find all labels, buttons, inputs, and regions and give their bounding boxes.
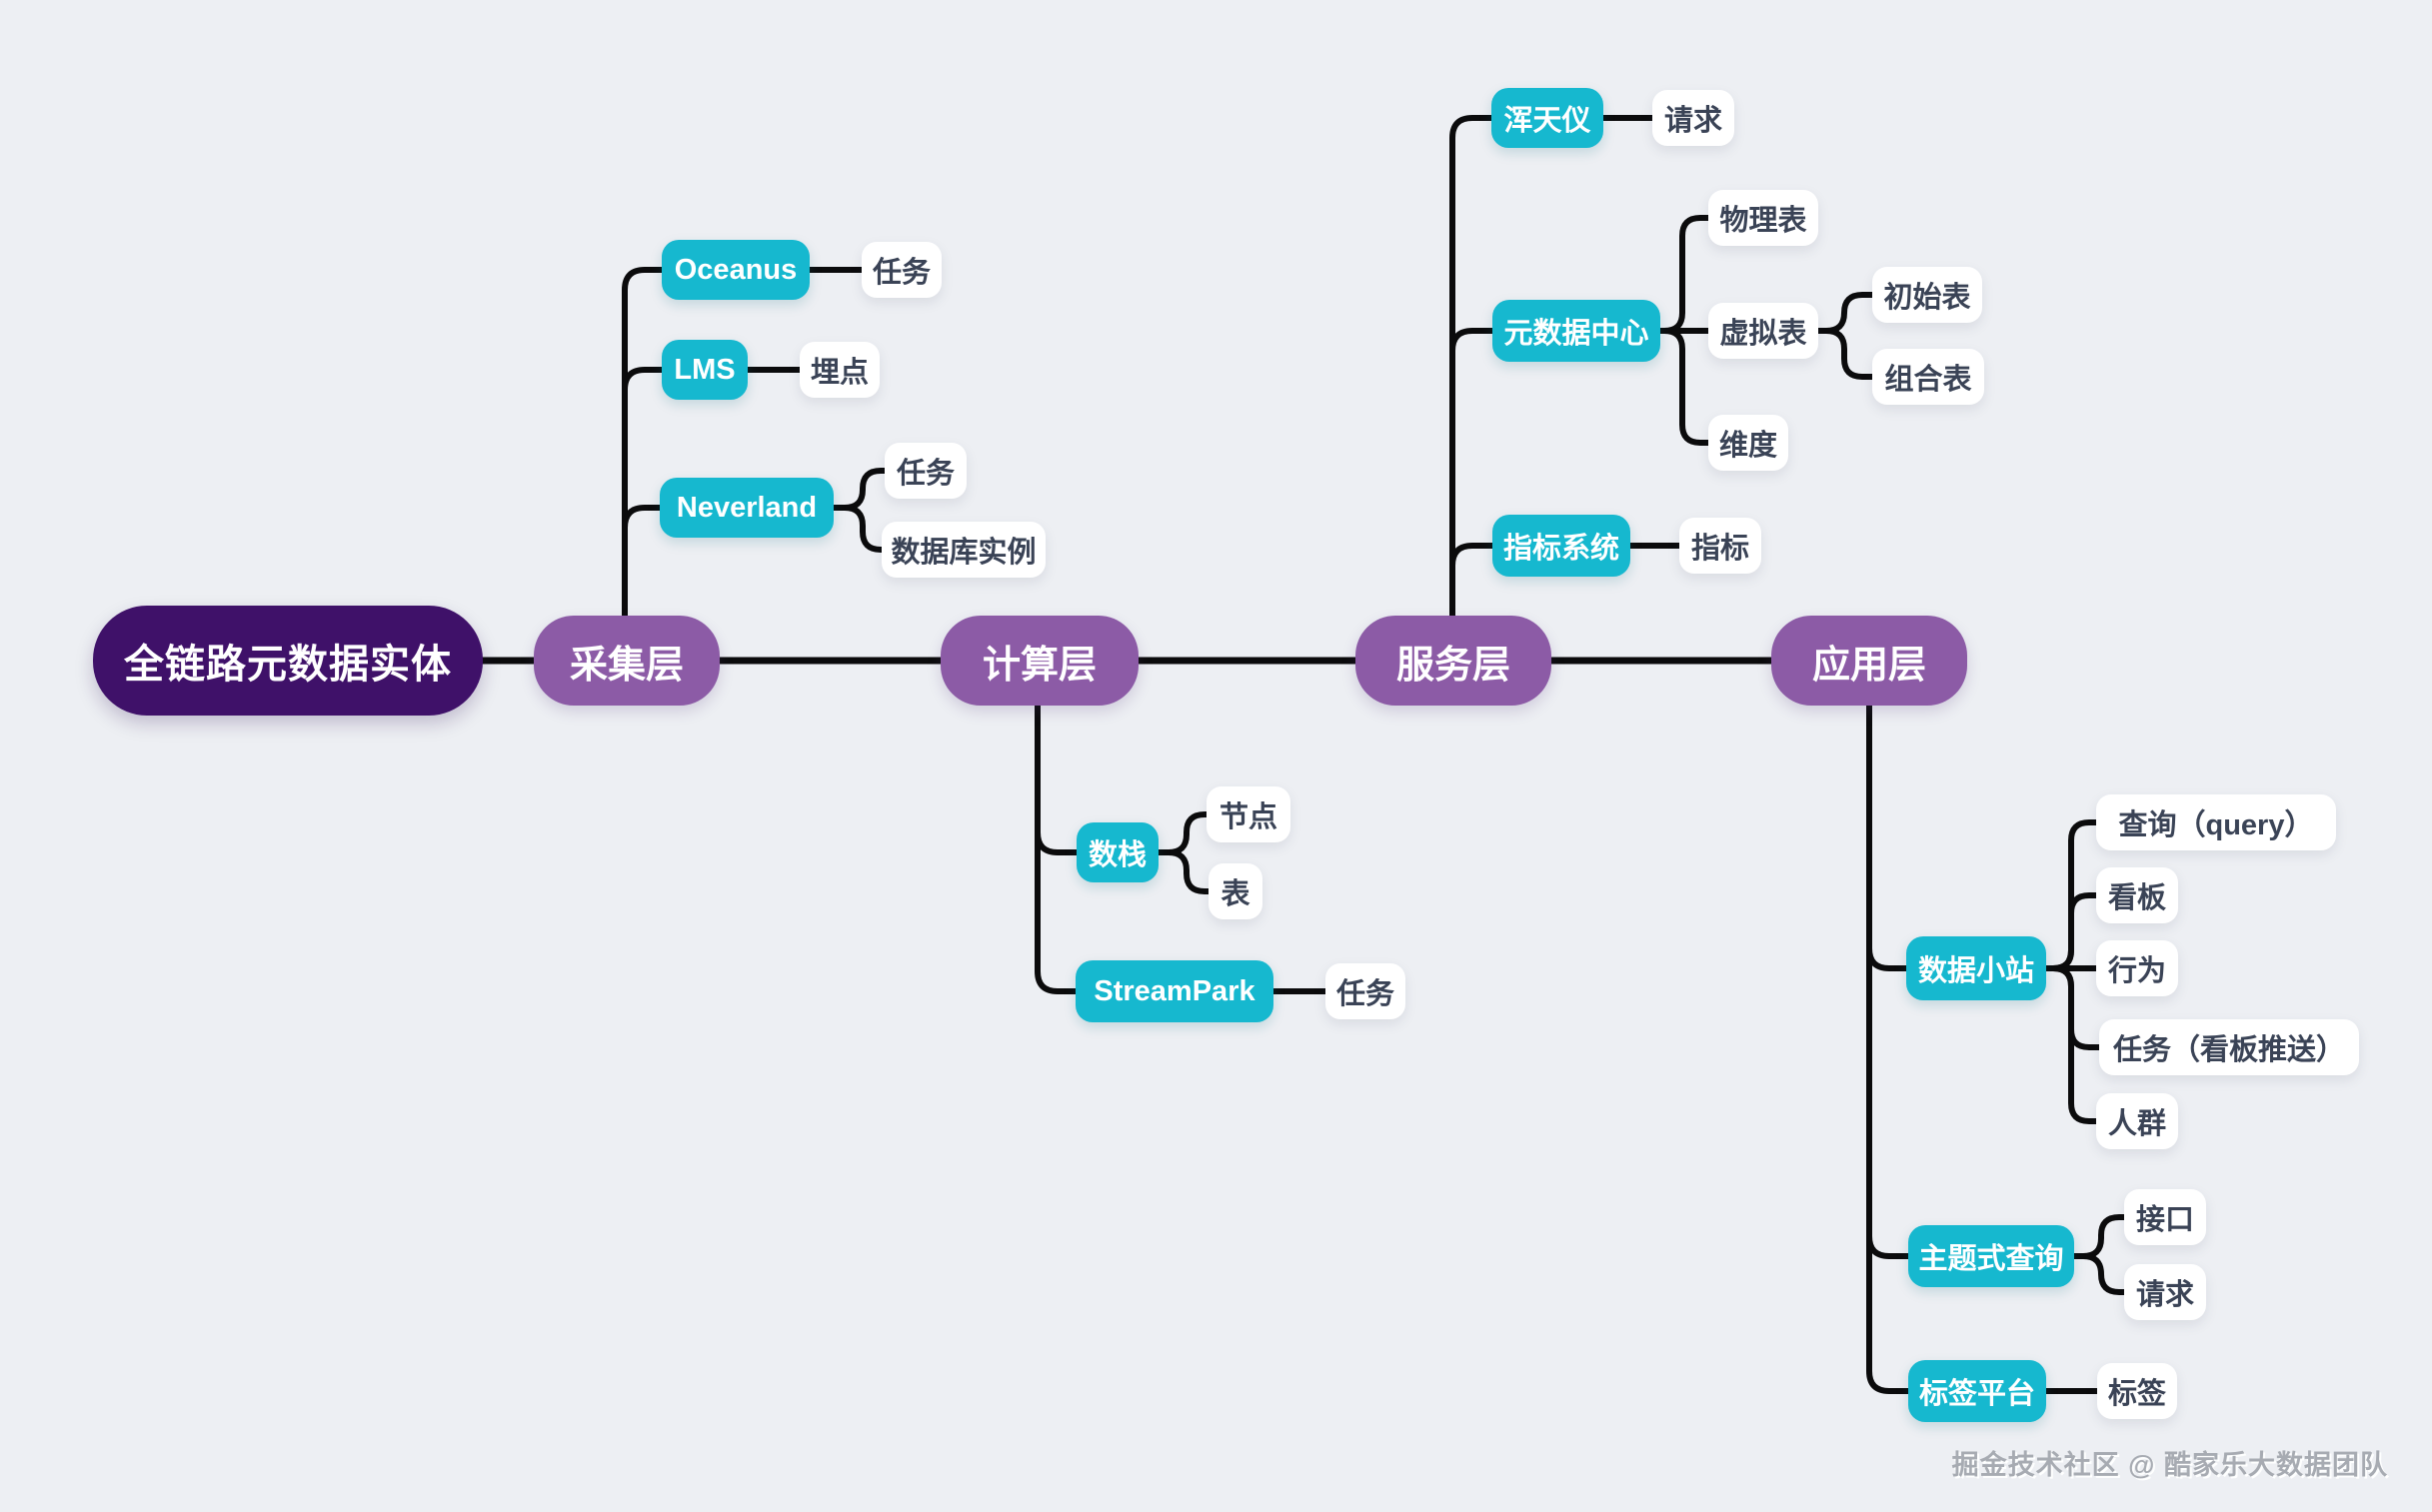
edge-yingyong-xiaozhan — [1866, 703, 1909, 971]
edge-zhuti-zt_qingqiu — [2071, 1253, 2127, 1295]
root-topic: 全链路元数据实体 — [93, 606, 483, 716]
edge-yingyong-biaoqian_pt — [1866, 703, 1911, 1394]
edge-zhuti-jiekou — [2071, 1214, 2127, 1259]
platform-huntianyi: 浑天仪 — [1491, 88, 1603, 148]
layer-computing: 计算层 — [941, 616, 1139, 706]
leaf-crowd: 人群 — [2096, 1093, 2178, 1149]
layer-application: 应用层 — [1771, 616, 1967, 706]
leaf-data-stack-table: 表 — [1209, 863, 1262, 919]
leaf-dimension: 维度 — [1708, 415, 1788, 471]
leaf-huntianyi-request: 请求 — [1652, 90, 1734, 146]
platform-oceanus: Oceanus — [662, 240, 810, 300]
edge-caiji-oceanus — [622, 267, 665, 619]
platform-metadata-center: 元数据中心 — [1492, 300, 1660, 362]
leaf-oceanus-task: 任务 — [862, 242, 942, 298]
edge-shuzhan-sz_jiedian — [1156, 811, 1210, 855]
leaf-composite-table: 组合表 — [1872, 349, 1984, 405]
edge-fuwu-zhibiao_xitong — [1449, 543, 1495, 619]
leaf-dashboard: 看板 — [2096, 867, 2178, 923]
platform-lms: LMS — [662, 340, 748, 400]
leaf-neverland-database-instance: 数据库实例 — [882, 522, 1046, 578]
leaf-virtual-table: 虚拟表 — [1708, 303, 1818, 359]
leaf-behavior: 行为 — [2096, 940, 2178, 996]
platform-data-station: 数据小站 — [1906, 936, 2046, 1000]
edge-fuwu-huntianyi — [1449, 115, 1494, 619]
leaf-interface: 接口 — [2124, 1189, 2206, 1245]
edge-neverland-nl_renwu — [831, 468, 888, 511]
leaf-physical-table: 物理表 — [1708, 190, 1818, 246]
edge-yingyong-zhuti — [1866, 703, 1911, 1259]
platform-metric-system: 指标系统 — [1492, 515, 1630, 577]
leaf-tag: 标签 — [2097, 1363, 2177, 1419]
leaf-neverland-task: 任务 — [885, 443, 967, 499]
edge-jisuan-shuzhan — [1035, 703, 1080, 855]
edge-neverland-nl_db — [831, 505, 885, 553]
edge-xiaozhan-renqun — [2043, 965, 2099, 1124]
edge-xiaozhan-kanban — [2043, 892, 2099, 971]
watermark-credit: 掘金技术社区 @ 酷家乐大数据团队 — [1951, 1450, 2388, 1480]
leaf-topic-query-request: 请求 — [2124, 1264, 2206, 1320]
edge-yuanshuju-wuli_biao — [1657, 215, 1711, 334]
leaf-lms-tracking-point: 埋点 — [800, 342, 880, 398]
edge-jisuan-streampark — [1035, 703, 1079, 994]
platform-data-stack: 数栈 — [1077, 822, 1159, 882]
leaf-streampark-task: 任务 — [1325, 963, 1405, 1019]
edge-caiji-lms — [622, 367, 665, 619]
layer-collection: 采集层 — [534, 616, 720, 706]
edge-caiji-neverland — [622, 505, 663, 619]
leaf-metric: 指标 — [1679, 518, 1761, 574]
edge-xuni_biao-chushi_biao — [1815, 292, 1875, 334]
platform-streampark: StreamPark — [1076, 960, 1273, 1022]
platform-tag-platform: 标签平台 — [1908, 1360, 2046, 1422]
layer-service: 服务层 — [1355, 616, 1551, 706]
leaf-query: 查询（query） — [2096, 794, 2336, 850]
edge-fuwu-yuanshuju — [1449, 328, 1495, 619]
edge-yuanshuju-weidu — [1657, 328, 1711, 446]
leaf-data-stack-node: 节点 — [1207, 786, 1290, 842]
leaf-initial-table: 初始表 — [1872, 267, 1982, 323]
edge-shuzhan-sz_biao — [1156, 849, 1212, 894]
platform-topic-query: 主题式查询 — [1908, 1225, 2074, 1287]
platform-neverland: Neverland — [660, 478, 834, 538]
leaf-task-dashboard-push: 任务（看板推送） — [2099, 1019, 2359, 1075]
edge-xuni_biao-zuhe_biao — [1815, 328, 1875, 380]
